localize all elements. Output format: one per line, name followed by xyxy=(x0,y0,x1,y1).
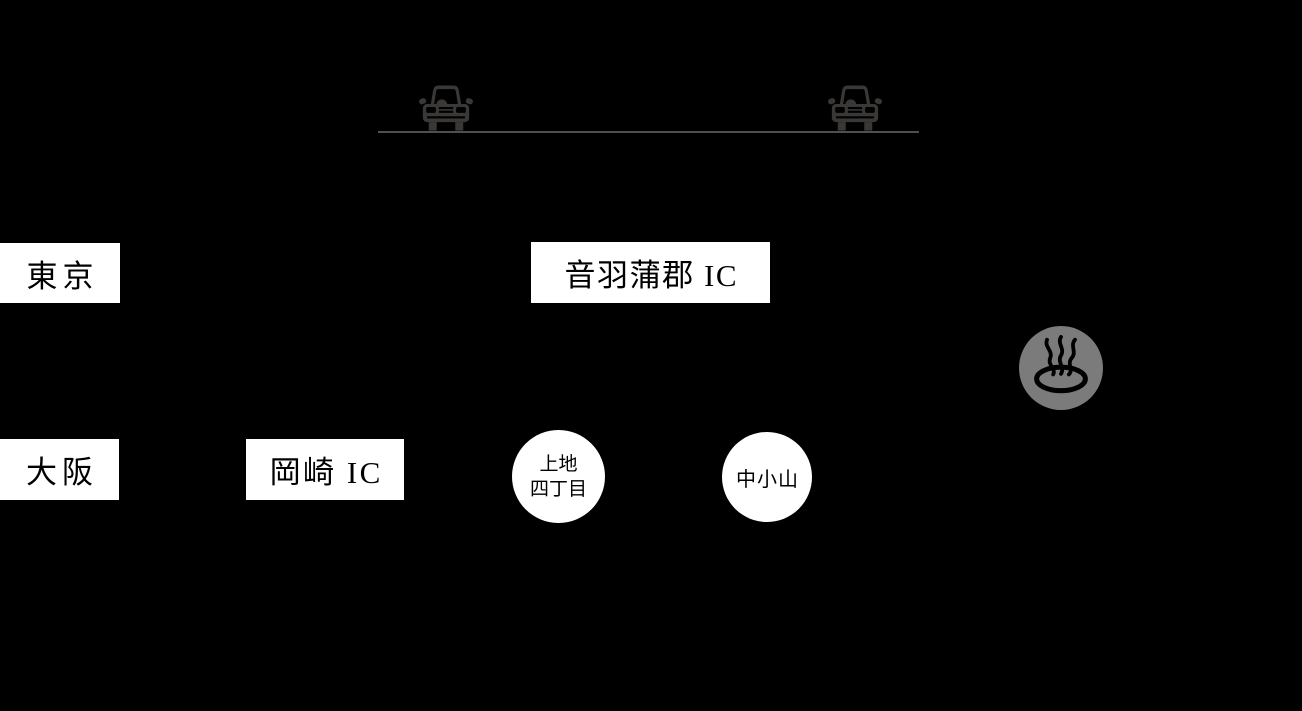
origin-label-osaka: 大阪 xyxy=(0,439,119,500)
highway-road-line xyxy=(378,131,919,133)
origin-label-tokyo-text: 東京 xyxy=(26,258,99,294)
car-icon xyxy=(828,83,882,131)
bus-stop-nakakoyama-text: 中小山 xyxy=(736,468,799,491)
origin-label-osaka-text: 大阪 xyxy=(26,455,98,490)
interchange-label-otowa-gamagori-ic: 音羽蒲郡 IC xyxy=(531,242,770,303)
car-icon xyxy=(419,83,473,131)
bus-stop-nakakoyama: 中小山 xyxy=(722,432,812,522)
interchange-label-otowa-gamagori-ic-text: 音羽蒲郡 IC xyxy=(564,258,739,293)
interchange-label-okazaki-ic-text: 岡崎 IC xyxy=(269,455,383,490)
onsen-icon xyxy=(1019,326,1103,410)
origin-label-tokyo: 東京 xyxy=(0,243,120,303)
bus-stop-ueji-4chome: 上地 四丁目 xyxy=(512,430,605,523)
interchange-label-okazaki-ic: 岡崎 IC xyxy=(246,439,404,500)
bus-stop-ueji-4chome-line2: 四丁目 xyxy=(529,478,587,500)
bus-stop-ueji-4chome-line1: 上地 xyxy=(539,453,578,475)
